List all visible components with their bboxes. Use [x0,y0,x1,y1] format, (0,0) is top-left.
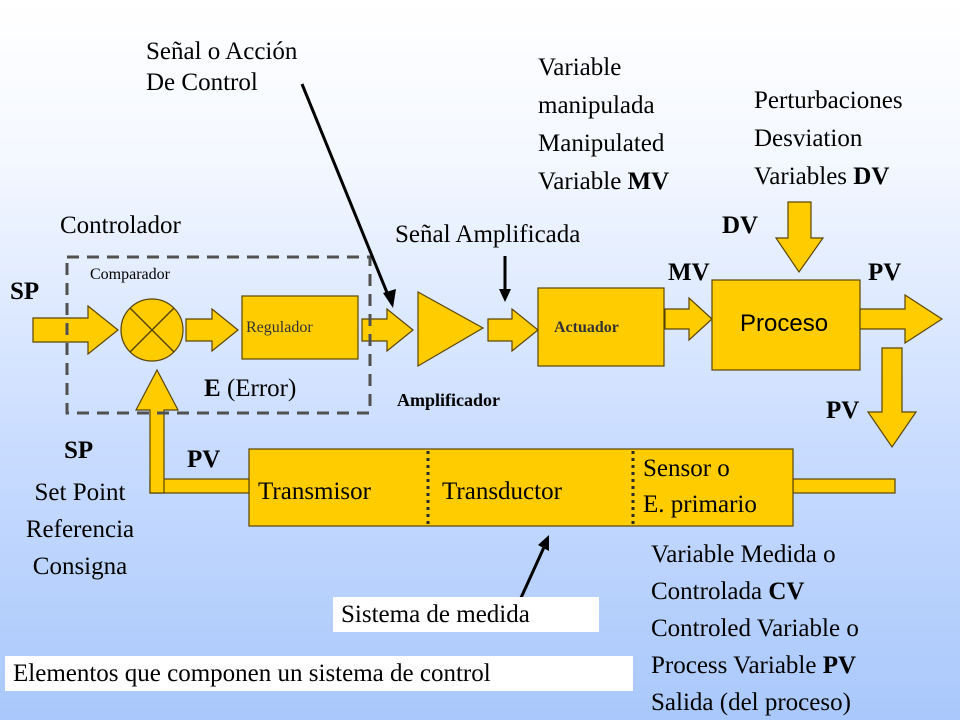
amplified-signal-arrowhead [499,289,511,302]
amplifier-to-actuator-arrow [487,307,539,353]
actuador-label: Actuador [554,319,619,336]
diagram-title: Elementos que componen un sistema de con… [5,656,633,691]
disturbances-line-3: Variables DV [754,163,890,190]
manipulated-line-3: Manipulated [538,130,665,157]
manipulated-line-1: Variable [538,54,622,81]
controlador-dashed-box [65,255,372,415]
manipulated-line-2: manipulada [538,92,655,119]
measured-line-5: Salida (del proceso) [651,689,851,716]
control-signal-line-1: Señal o Acción [146,38,298,65]
measured-line-3: Controled Variable o [651,615,859,642]
sensor-label: Sensor o E. primario [643,451,757,523]
control-signal-pointer [300,83,392,301]
setpoint-line-2: Referencia [25,516,135,543]
manipulated-variable-label: Variable manipulada Manipulated Variable… [538,49,669,201]
measured-line-1: Variable Medida o [651,541,836,568]
pv-output-arrow [859,293,944,345]
comparator-to-regulator-arrow [185,307,239,353]
pv-feedback-label-left: PV [187,446,221,473]
control-signal-arrowhead [383,289,396,308]
setpoint-line-1: Set Point [34,479,126,506]
dv-label: DV [722,212,759,239]
measured-line-2: Controlada CV [651,578,805,605]
amplified-signal-label: Señal Amplificada [395,221,581,248]
sp-input-label: SP [10,278,40,305]
transmisor-label: Transmisor [258,478,371,505]
regulador-label: Regulador [246,319,313,336]
setpoint-line-3: Consigna [32,553,128,580]
measurement-pointer [518,544,547,601]
disturbances-line-2: Desviation [754,125,863,152]
sp-setpoint-label: SP [64,437,94,464]
proceso-block [711,279,861,371]
pv-output-label: PV [868,259,902,286]
sistema-medida-label: Sistema de medida [333,597,599,632]
measurement-arrowhead [538,535,549,551]
control-signal-line-2: De Control [146,69,258,96]
dv-disturbance-arrow [774,201,825,274]
regulator-to-amplifier-arrow [361,307,414,353]
sensor-line-2: E. primario [643,491,757,518]
controlador-label: Controlador [60,212,181,239]
proceso-label: Proceso [740,310,829,337]
measurement-block [248,448,794,527]
comparador-label: Comparador [90,266,170,283]
pv-feedback-label-right: PV [826,397,860,424]
actuador-block [537,287,665,367]
feedback-bar-right [792,478,896,494]
regulador-block [241,295,359,360]
measured-variable-description: Variable Medida o Controlada CV Controle… [651,536,859,721]
sensor-line-1: Sensor o [643,455,730,482]
feedback-bar-left [149,478,250,494]
amplificador-triangle [417,290,485,368]
control-signal-label: Señal o Acción De Control [146,36,297,98]
comparator-cross [129,307,175,353]
disturbances-line-1: Perturbaciones [754,87,903,114]
amplificador-label: Amplificador [397,390,500,410]
error-label: E (Error) [204,375,297,402]
setpoint-description: Set Point Referencia Consigna [0,474,160,585]
pv-down-arrow [866,347,918,449]
feedback-up-arrow [135,368,179,494]
manipulated-line-4: Variable MV [538,168,670,195]
measured-line-4: Process Variable PV [651,652,857,679]
transductor-label: Transductor [442,478,562,505]
disturbances-label: Perturbaciones Desviation Variables DV [754,82,903,196]
sp-input-arrow [32,304,119,356]
mv-label: MV [668,259,710,286]
actuator-to-process-arrow [664,296,713,342]
